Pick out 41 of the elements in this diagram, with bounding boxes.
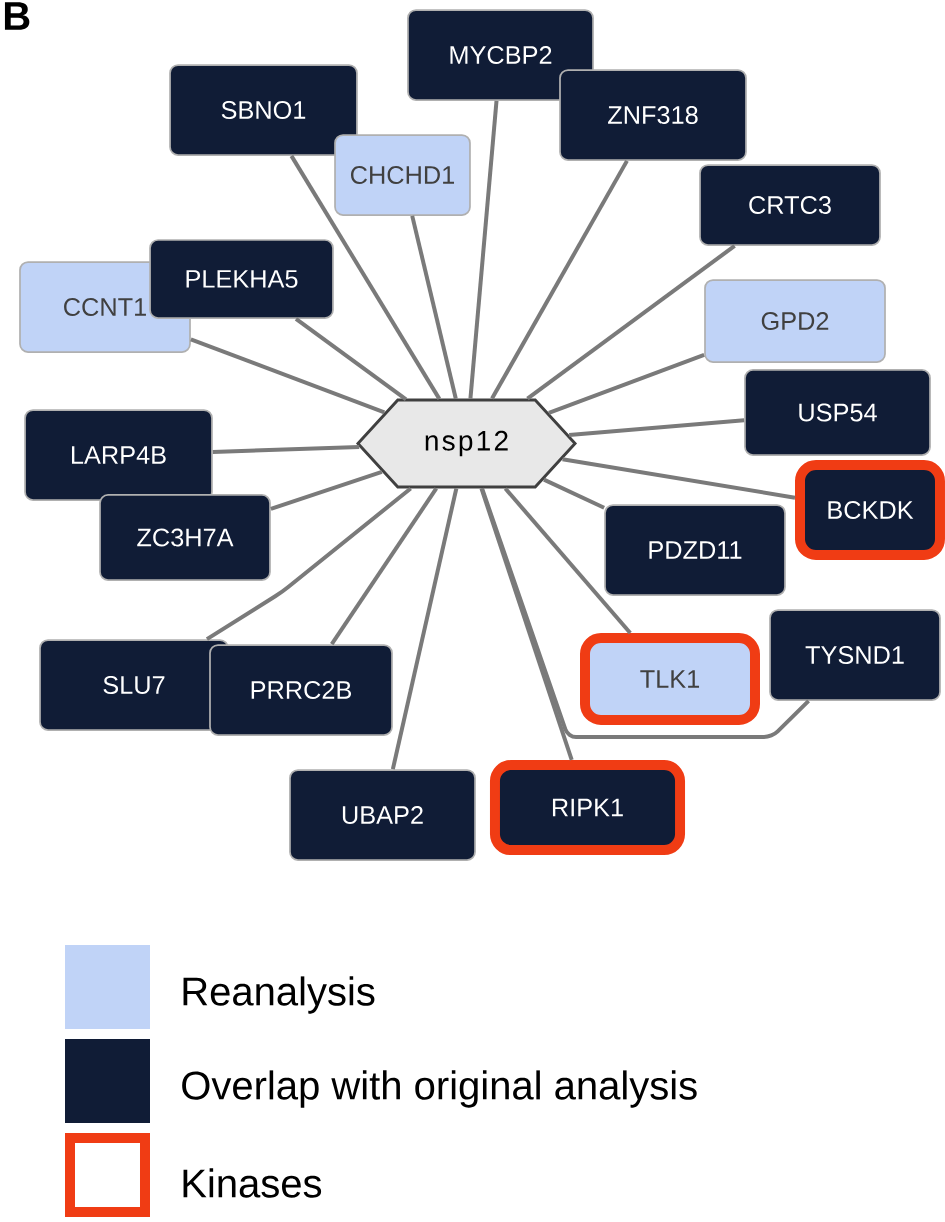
legend-text: Overlap with original analysis [182, 1070, 697, 1108]
connector-line [526, 244, 736, 401]
connector-line [289, 154, 442, 400]
connector-line [212, 445, 360, 454]
gene-box: CRTC3 [699, 164, 881, 246]
connector-line [562, 457, 796, 500]
gene-box: ZC3H7A [99, 494, 271, 581]
panel-letter: B [4, 2, 30, 30]
connector-line [503, 487, 632, 635]
gene-box: ZNF318 [559, 69, 747, 161]
gene-box: TYSND1 [769, 609, 941, 701]
kinase-box: RIPK1 [489, 760, 686, 856]
gene-box: LARP4B [24, 409, 213, 501]
gene-box: GPD2 [704, 279, 886, 363]
connector-line [569, 418, 745, 437]
gene-box: PRRC2B [209, 644, 393, 736]
gene-box: USP54 [744, 369, 931, 456]
connector-line [330, 487, 438, 646]
connector-line [294, 317, 408, 401]
connector-line [190, 337, 386, 415]
gene-box: MYCBP2 [407, 9, 594, 101]
connector-line [270, 469, 383, 511]
connector-line [390, 488, 459, 770]
connector-line [205, 486, 412, 641]
connector-line [548, 353, 705, 415]
connector-line [479, 487, 574, 761]
connector-line [490, 159, 629, 400]
gene-box: PDZD11 [604, 504, 786, 596]
kinase-box: BCKDK [795, 460, 945, 560]
hexagon-node: nsp12 [356, 398, 577, 489]
connector-line [543, 477, 605, 510]
gene-box: SBNO1 [169, 64, 358, 156]
connector-line [410, 215, 458, 400]
kinase-box: TLK1 [580, 633, 760, 725]
legend-text: Kinases [183, 1168, 322, 1198]
connector-line [468, 100, 499, 399]
gene-box: UBAP2 [289, 769, 476, 861]
gene-box: SLU7 [39, 639, 229, 731]
gene-box: PLEKHA5 [149, 239, 334, 319]
gene-box: CHCHD1 [334, 134, 471, 216]
legend-text: Reanalysis [183, 976, 375, 1014]
